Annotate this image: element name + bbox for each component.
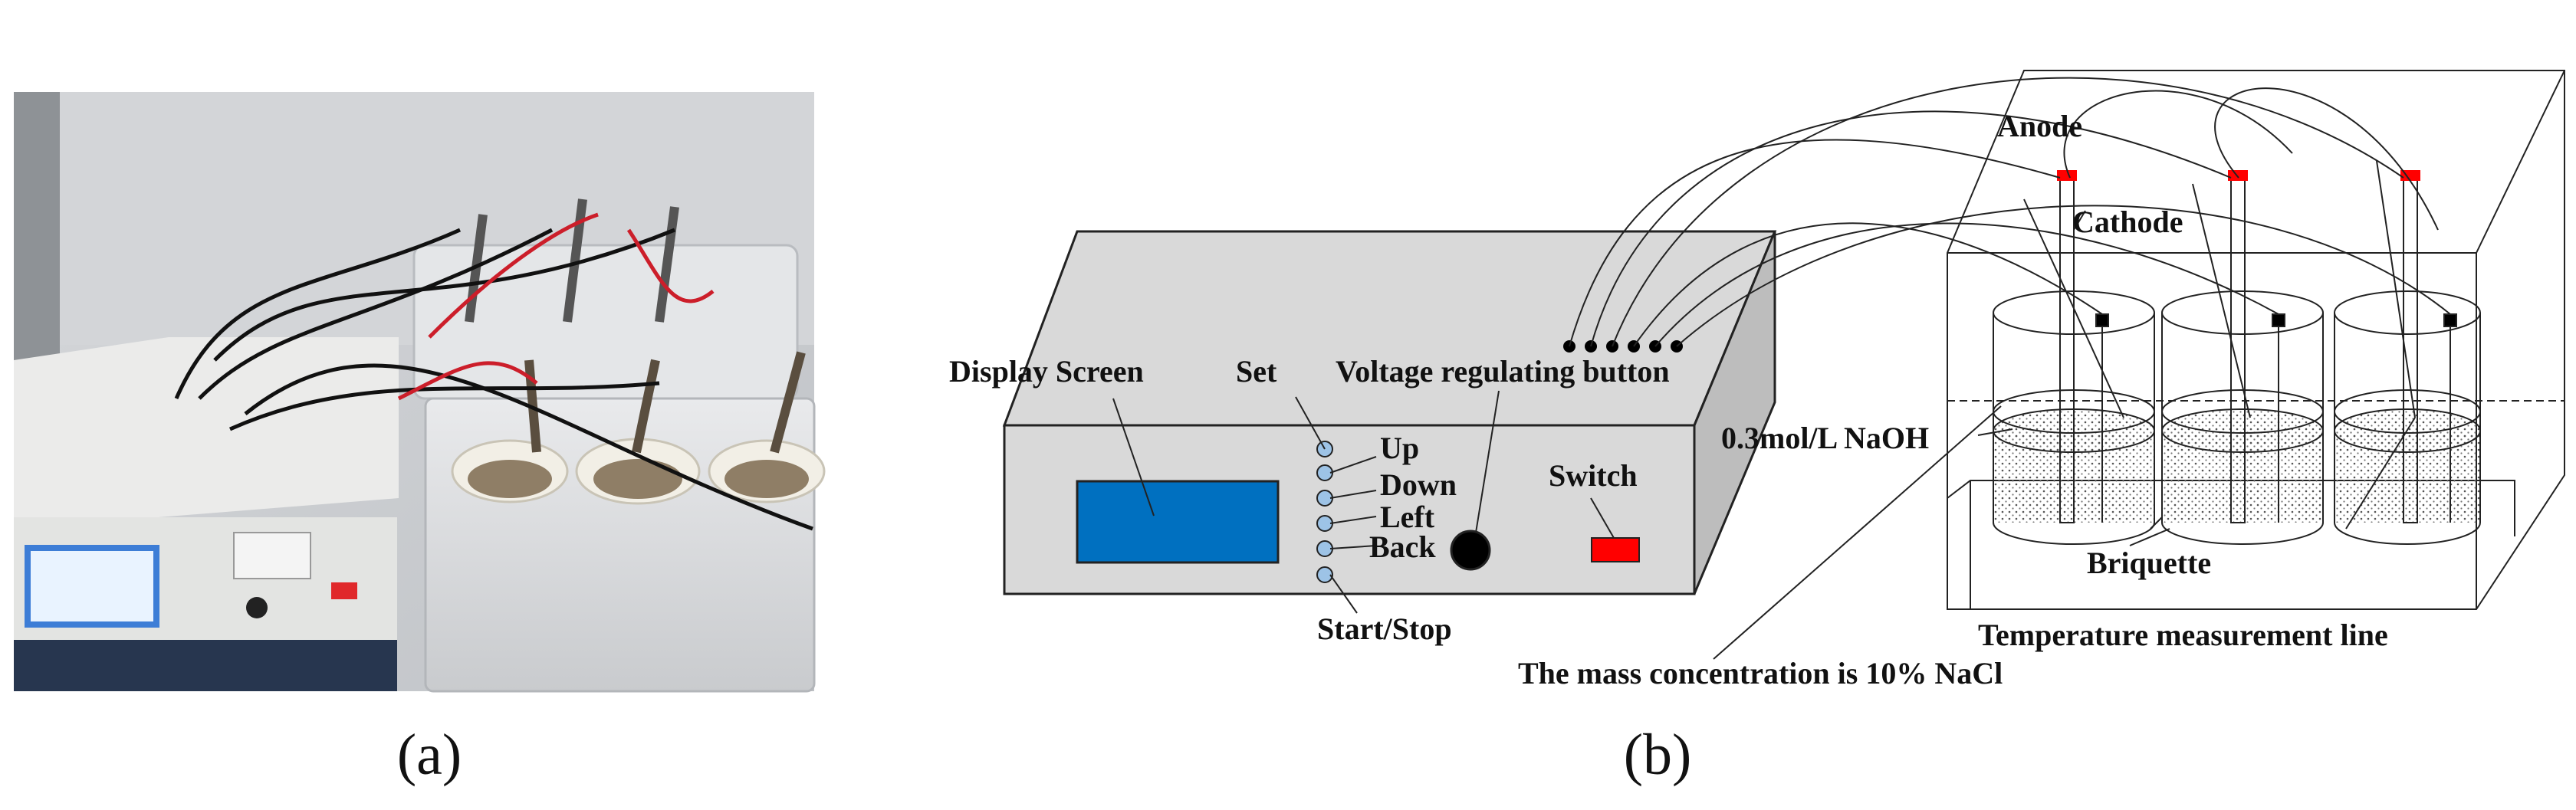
photo-cup-3-briquette — [724, 460, 809, 498]
connection-wires — [1569, 77, 2451, 347]
photo-electrode-5 — [632, 359, 660, 454]
display-screen — [1076, 480, 1280, 564]
caption-a: (a) — [397, 723, 462, 787]
start-stop-button[interactable] — [1316, 566, 1333, 583]
label-cathode: Cathode — [2072, 205, 2183, 239]
photo-device-base — [14, 640, 397, 691]
label-anode: Anode — [1997, 109, 2082, 143]
label-briquette: Briquette — [2087, 546, 2211, 580]
label-naoh: 0.3mol/L NaOH — [1721, 421, 1929, 455]
label-switch: Switch — [1549, 458, 1638, 493]
label-voltage: Voltage regulating button — [1336, 354, 1670, 389]
temperature-lines — [1713, 160, 2416, 660]
photo-device-top — [14, 337, 399, 529]
label-start-stop: Start/Stop — [1317, 612, 1452, 646]
photo-device-switch — [331, 582, 357, 599]
label-down: Down — [1380, 467, 1457, 502]
label-up: Up — [1380, 431, 1419, 465]
photo-device-screen — [25, 545, 159, 628]
photo-cup-2-briquette — [593, 459, 682, 499]
photo-electrode-6 — [770, 351, 806, 454]
photo-cables — [174, 212, 813, 531]
schematic-panel-b — [1002, 70, 2565, 660]
cell-3 — [2334, 290, 2481, 545]
schematic-labels: Display Screen Set Voltage regulating bu… — [949, 109, 2388, 690]
photo-device-panel — [233, 532, 311, 579]
voltage-regulating-button[interactable] — [1450, 530, 1491, 571]
photo-electrode-3 — [655, 206, 679, 323]
anode-tip-1 — [2057, 170, 2077, 181]
label-back: Back — [1369, 530, 1436, 564]
anode-tip-2 — [2228, 170, 2248, 181]
cell-2 — [2161, 290, 2324, 545]
label-nacl: The mass concentration is 10% NaCl — [1518, 656, 2003, 690]
power-switch[interactable] — [1591, 537, 1640, 562]
label-set: Set — [1236, 354, 1277, 389]
label-left: Left — [1380, 500, 1435, 534]
electrolysis-tank — [1947, 70, 2565, 610]
label-temperature-line: Temperature measurement line — [1978, 618, 2388, 652]
cathode-rods — [2095, 313, 2457, 523]
photo-device-knob — [246, 597, 268, 618]
caption-b: (b) — [1624, 723, 1692, 787]
leader-lines — [1112, 390, 1615, 614]
photo-cup-1-briquette — [468, 460, 552, 498]
photo-panel-a — [14, 92, 826, 693]
label-display-screen: Display Screen — [949, 354, 1144, 389]
